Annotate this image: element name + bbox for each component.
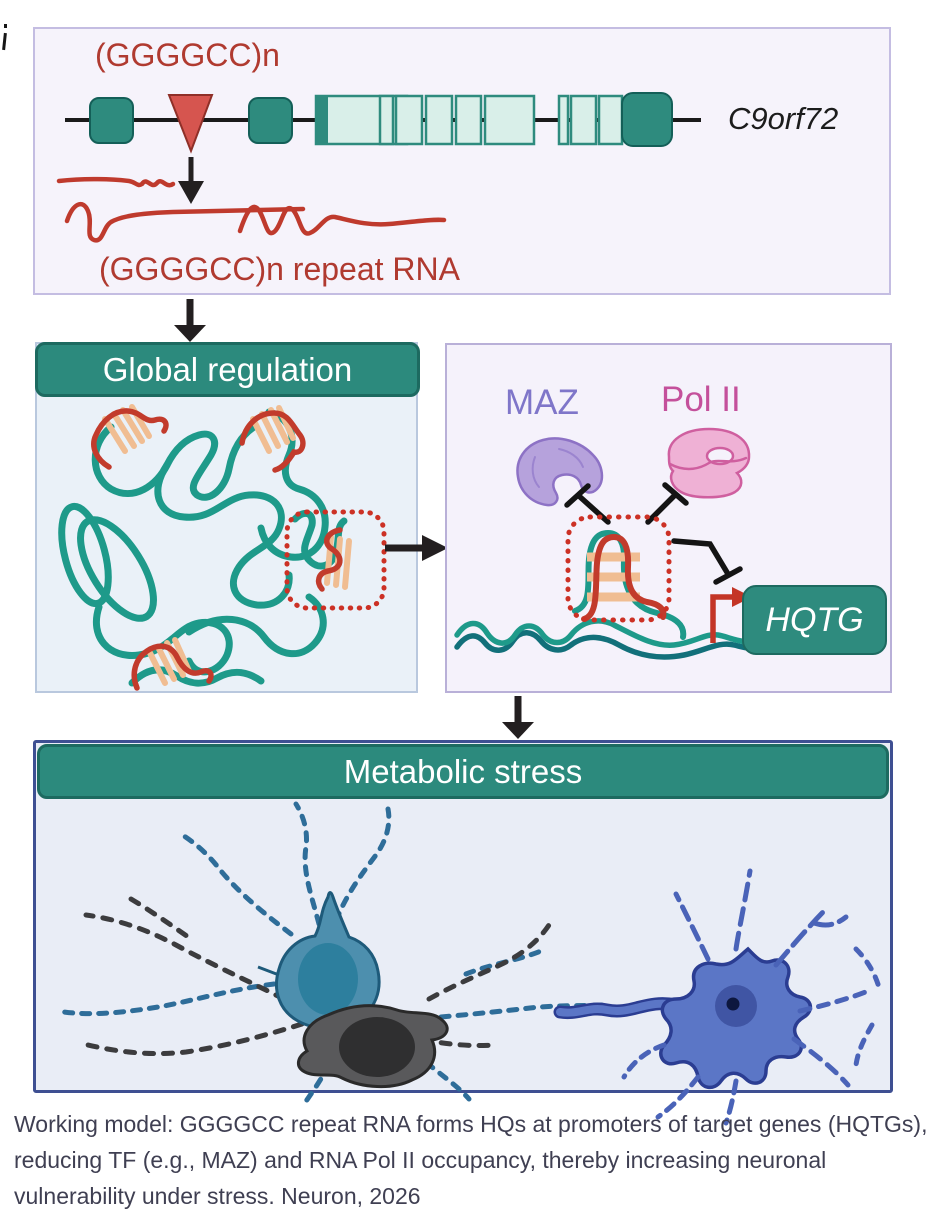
gene-name-label: C9orf72 [728,101,839,136]
inhibition-bars [564,482,689,525]
pol2-protein [667,427,751,499]
pol2-label: Pol II [661,380,741,419]
blue-neuron-nucleolus [726,997,740,1011]
figure-caption: Working model: GGGGCC repeat RNA forms H… [14,1106,927,1214]
repeat-rna-squiggles [56,176,447,243]
quadruplex-highlight-box [284,509,387,611]
gray-neuron-nucleus [339,1017,415,1077]
metabolic-stress-panel: Metabolic stress [33,740,893,1126]
neurons-illustration [61,801,883,1126]
repeat-rna-label: (GGGGCC)n repeat RNA [99,251,460,287]
chromatin-tangle [58,404,387,691]
caption-line: Working model: GGGGCC repeat RNA forms H… [14,1111,928,1137]
repeat-label: (GGGGCC)n [95,37,280,73]
arrow-down-icon [174,299,206,342]
metabolic-stress-header: Metabolic stress [37,744,889,799]
caption-line: vulnerability under stress. Neuron, 2026 [14,1183,421,1209]
global-regulation-header: Global regulation [35,342,420,397]
degenerating-neuron-teal [257,891,385,1030]
global-regulation-panel: Global regulation [35,342,420,693]
arrow-down-icon [502,696,534,739]
neuron-blue [553,868,883,1126]
promoter-diagram [454,427,772,660]
gene-diagram [56,92,701,243]
chromatin-ribbon [58,408,348,687]
maz-label: MAZ [505,383,579,422]
degenerating-neuron-gray [297,1004,449,1089]
caption-line: reducing TF (e.g., MAZ) and RNA Pol II o… [14,1147,827,1173]
hqtg-label: HQTG [765,600,864,639]
promoter-panel: MAZ Pol II HQTG [445,343,892,693]
promoter-inhibition-bar [671,538,743,585]
teal-neuron-nucleus [298,943,358,1015]
maz-protein [516,437,604,507]
crop-artifact-mark [2,24,7,50]
g-quadruplex-motifs [91,404,352,691]
quadruplex-highlight-box [565,514,672,623]
gene-panel: (GGGGCC)n C9orf72 (GGGGCC)n repeat RNA [33,27,891,295]
transcription-down-arrow [178,157,204,204]
repeat-insertion-triangle [167,94,214,154]
exon-boxes [89,92,673,147]
dna-strand [454,618,772,660]
hqtg-gene-box: HQTG [742,585,887,655]
arrow-right-icon [385,535,448,561]
fragmented-dendrites [61,801,605,1107]
